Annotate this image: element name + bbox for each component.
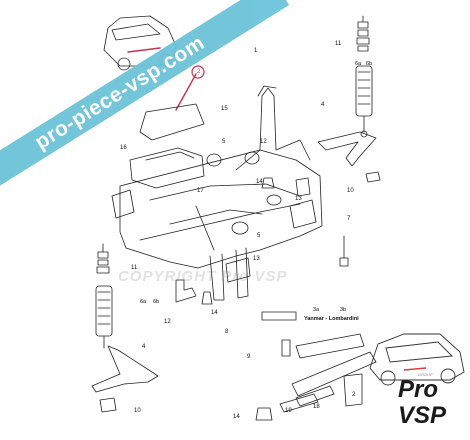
callout-18: 18	[313, 404, 320, 410]
callout-13-b: 13	[253, 256, 260, 262]
shock-absorber-top	[355, 65, 373, 138]
highlight-circle	[191, 65, 205, 79]
callout-2: 2	[197, 69, 201, 75]
callout-14-top: 14	[256, 179, 263, 185]
part-3b-rail	[291, 351, 377, 397]
callout-9: 9	[247, 354, 251, 360]
mount-5c	[231, 221, 249, 235]
stack-11-top	[356, 15, 370, 52]
highlight-leader	[175, 73, 197, 111]
part-9-peg	[281, 339, 291, 357]
callout-12-bottom: 12	[164, 319, 171, 325]
callout-19: 19	[285, 408, 292, 414]
arm-4-top	[317, 131, 377, 167]
part-13a	[289, 199, 317, 229]
copyright-watermark: COPYRIGHT Pro VSP	[118, 268, 288, 285]
part-19-link	[279, 393, 319, 413]
part-14-a	[201, 291, 213, 305]
arm-4-bottom	[91, 345, 159, 393]
main-frame	[111, 85, 323, 301]
callout-6a-left: 6a	[140, 299, 147, 305]
part-12-left	[175, 279, 197, 303]
callout-17: 17	[197, 188, 204, 194]
provsp-logo-car-icon	[369, 333, 465, 386]
part-10-bottom	[99, 397, 117, 413]
callout-16: 16	[120, 145, 127, 151]
callout-7: 7	[347, 216, 351, 222]
callout-13-a: 13	[295, 196, 302, 202]
callout-11-left: 11	[131, 265, 138, 271]
callout-10-bottom: 10	[134, 408, 141, 414]
callout-6b-top: 6b	[366, 61, 373, 67]
callout-6a-top: 6a	[355, 61, 362, 67]
callout-5-b: 5	[257, 233, 261, 239]
logo-group-text: GROUP	[418, 372, 433, 377]
callout-6b-left: 6b	[153, 299, 160, 305]
callout-4-bottom: 4	[142, 344, 146, 350]
callout-10-top: 10	[347, 188, 354, 194]
callout-8: 8	[225, 329, 229, 335]
part-2-bracket	[343, 373, 363, 407]
part-15-bracket	[139, 103, 205, 141]
part-8-bracket	[261, 311, 297, 321]
callout-15: 15	[221, 106, 228, 112]
callout-14-bottom: 14	[233, 414, 240, 420]
callout-14-mid: 14	[211, 310, 218, 316]
part-14-b	[255, 407, 273, 421]
part-13b	[225, 257, 251, 283]
mount-5d	[266, 194, 282, 206]
mount-5b	[244, 151, 260, 165]
part-18-link	[295, 385, 335, 407]
part-14-c	[261, 177, 275, 189]
stack-11-left	[96, 243, 110, 274]
callout-5-a: 5	[222, 139, 226, 145]
shock-absorber-left	[95, 285, 113, 349]
part-10-top	[365, 171, 381, 183]
part-7-stud	[339, 235, 349, 267]
callout-2-lower: 2	[352, 392, 356, 398]
logo-vsp-text: VSP	[398, 402, 447, 429]
callout-12-top: 12	[260, 139, 267, 145]
callout-4-top: 4	[321, 102, 325, 108]
part-3a-rail	[295, 333, 365, 359]
part-12-right	[295, 177, 311, 197]
callout-3b: 3b	[340, 307, 347, 313]
engine-variant-label: Yanmar - Lombardini	[304, 316, 359, 322]
part-16-crossmember	[129, 147, 205, 189]
callout-11-top: 11	[335, 41, 342, 47]
callout-3a: 3a	[313, 307, 320, 313]
callout-1: 1	[254, 48, 258, 54]
logo-pro-text: Pro	[398, 376, 439, 403]
mount-5a	[206, 153, 222, 167]
